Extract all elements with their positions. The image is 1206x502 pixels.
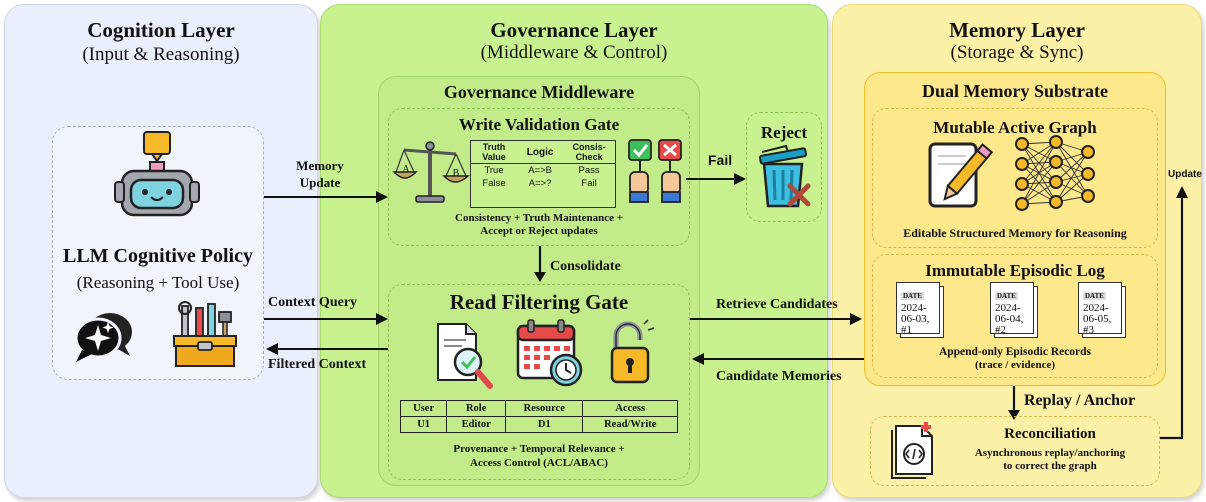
retrieve-candidates-arrow [690, 313, 862, 325]
trash-bin-icon [758, 144, 811, 208]
truth-header-logic: Logic [526, 146, 554, 158]
fail-label: Fail [708, 152, 733, 168]
log-title: Immutable Episodic Log [925, 261, 1105, 280]
truth-cell: Pass [578, 165, 600, 176]
replay-label: Replay / Anchor [1024, 392, 1136, 409]
log-caption-2: (trace / evidence) [974, 359, 1055, 371]
replay-arrow [1008, 386, 1020, 420]
doc-line: 2024- [901, 302, 927, 314]
memory-subtitle: (Storage & Sync) [950, 42, 1084, 63]
read-gate-caption-2: Access Control (ACL/ABAC) [470, 457, 608, 469]
write-gate-title: Write Validation Gate [458, 115, 620, 134]
doc-line: #1 [901, 324, 912, 336]
governance-title: Governance Layer [490, 18, 658, 42]
write-validation-gate [388, 108, 690, 246]
truth-cell: A=>B [528, 165, 552, 176]
retrieve-candidates-label: Retrieve Candidates [716, 297, 838, 312]
truth-cell: Fail [581, 178, 597, 189]
doc-line: 2024- [1083, 302, 1109, 314]
truth-cell: A=>? [528, 178, 552, 189]
truth-cell: False [482, 178, 506, 189]
reject-title: Reject [760, 123, 808, 142]
access-header: Resource [505, 400, 584, 417]
episodic-record-3: DATE 2024- 06-05, #3 [1076, 282, 1128, 340]
calendar-clock-icon [516, 319, 583, 387]
cognition-title: Cognition Layer [87, 18, 235, 42]
read-gate-caption-1: Provenance + Temporal Relevance + [453, 443, 625, 455]
fail-arrow [686, 173, 746, 185]
memory-update-label-1: Memory [296, 158, 344, 173]
access-cell: D1 [505, 416, 584, 433]
episodic-record-2: DATE 2024- 06-04, #2 [988, 282, 1040, 340]
read-filtering-gate [388, 284, 690, 480]
context-query-arrow [264, 313, 388, 325]
cognition-subtitle: (Input & Reasoning) [82, 44, 240, 65]
episodic-log-box [872, 254, 1158, 378]
access-header: Access [582, 400, 678, 417]
reconciliation-line-2: to correct the graph [1003, 460, 1097, 472]
memory-title: Memory Layer [949, 18, 1085, 42]
balance-scale-icon [392, 141, 470, 203]
code-document-icon [891, 422, 933, 479]
write-gate-caption-1: Consistency + Truth Maintenance + [455, 212, 623, 224]
update-arrow [1160, 186, 1188, 440]
consolidate-label: Consolidate [550, 259, 621, 274]
truth-table: Truth Value Logic Consis-Check True A=>B… [470, 140, 616, 208]
reject-box [746, 112, 822, 222]
doc-line: 2024- [995, 302, 1021, 314]
truth-header-check: Consis-Check [572, 142, 606, 162]
access-header: User [399, 400, 448, 417]
read-gate-title: Read Filtering Gate [449, 290, 629, 314]
scale-label-a: A [402, 164, 410, 175]
truth-cell: True [484, 165, 504, 176]
candidate-memories-arrow [692, 353, 864, 365]
governance-subtitle: (Middleware & Control) [480, 42, 668, 63]
memory-update-label-2: Update [299, 175, 341, 190]
candidate-memories-label: Candidate Memories [716, 369, 842, 384]
truth-header-value: Truth Value [482, 142, 506, 162]
chat-sparkle-icon [74, 313, 132, 362]
filtered-context-arrow [266, 343, 388, 355]
access-cell: Editor [446, 416, 507, 433]
mutable-graph-box [872, 108, 1158, 248]
substrate-title: Dual Memory Substrate [922, 81, 1108, 101]
access-header: Role [446, 400, 507, 417]
episodic-record-1: DATE 2024- 06-03, #1 [894, 282, 946, 340]
doc-line: 06-05, [1083, 313, 1112, 325]
context-query-label: Context Query [268, 295, 358, 310]
log-caption-1: Append-only Episodic Records [938, 346, 1092, 358]
scale-label-b: B [452, 168, 460, 179]
reconciliation-line-1: Asynchronous replay/anchoring [974, 447, 1126, 459]
doc-line: 06-04, [995, 313, 1024, 325]
reconciliation-box [870, 416, 1160, 486]
filtered-context-label: Filtered Context [268, 357, 367, 372]
reconciliation-title: Reconciliation [1004, 426, 1096, 442]
access-cell: U1 [399, 416, 448, 433]
graph-caption: Editable Structured Memory for Reasoning [903, 226, 1127, 240]
consolidate-arrow [534, 246, 546, 282]
doc-date-label: DATE [1083, 292, 1106, 300]
graph-title: Mutable Active Graph [933, 118, 1097, 137]
llm-policy-subtitle: (Reasoning + Tool Use) [76, 273, 240, 292]
doc-date-label: DATE [995, 292, 1018, 300]
document-search-icon [437, 323, 493, 389]
doc-line: #2 [995, 324, 1006, 336]
write-gate-caption-2: Accept or Reject updates [480, 225, 598, 237]
unlocked-padlock-icon [610, 319, 655, 384]
update-label: Update [1168, 169, 1202, 180]
llm-policy-title: LLM Cognitive Policy [63, 245, 253, 267]
edit-document-icon [928, 142, 994, 208]
robot-icon [114, 131, 200, 217]
toolbox-icon [173, 301, 237, 367]
memory-update-arrow [264, 191, 388, 203]
doc-line: #3 [1083, 324, 1094, 336]
doc-line: 06-03, [901, 313, 930, 325]
access-cell: Read/Write [582, 416, 678, 433]
check-cross-paddles-icon [628, 139, 682, 203]
neural-network-icon [1015, 135, 1095, 211]
middleware-title: Governance Middleware [443, 82, 635, 102]
access-control-table: User Role Resource Access U1 Editor D1 R… [399, 400, 678, 433]
doc-date-label: DATE [901, 292, 924, 300]
